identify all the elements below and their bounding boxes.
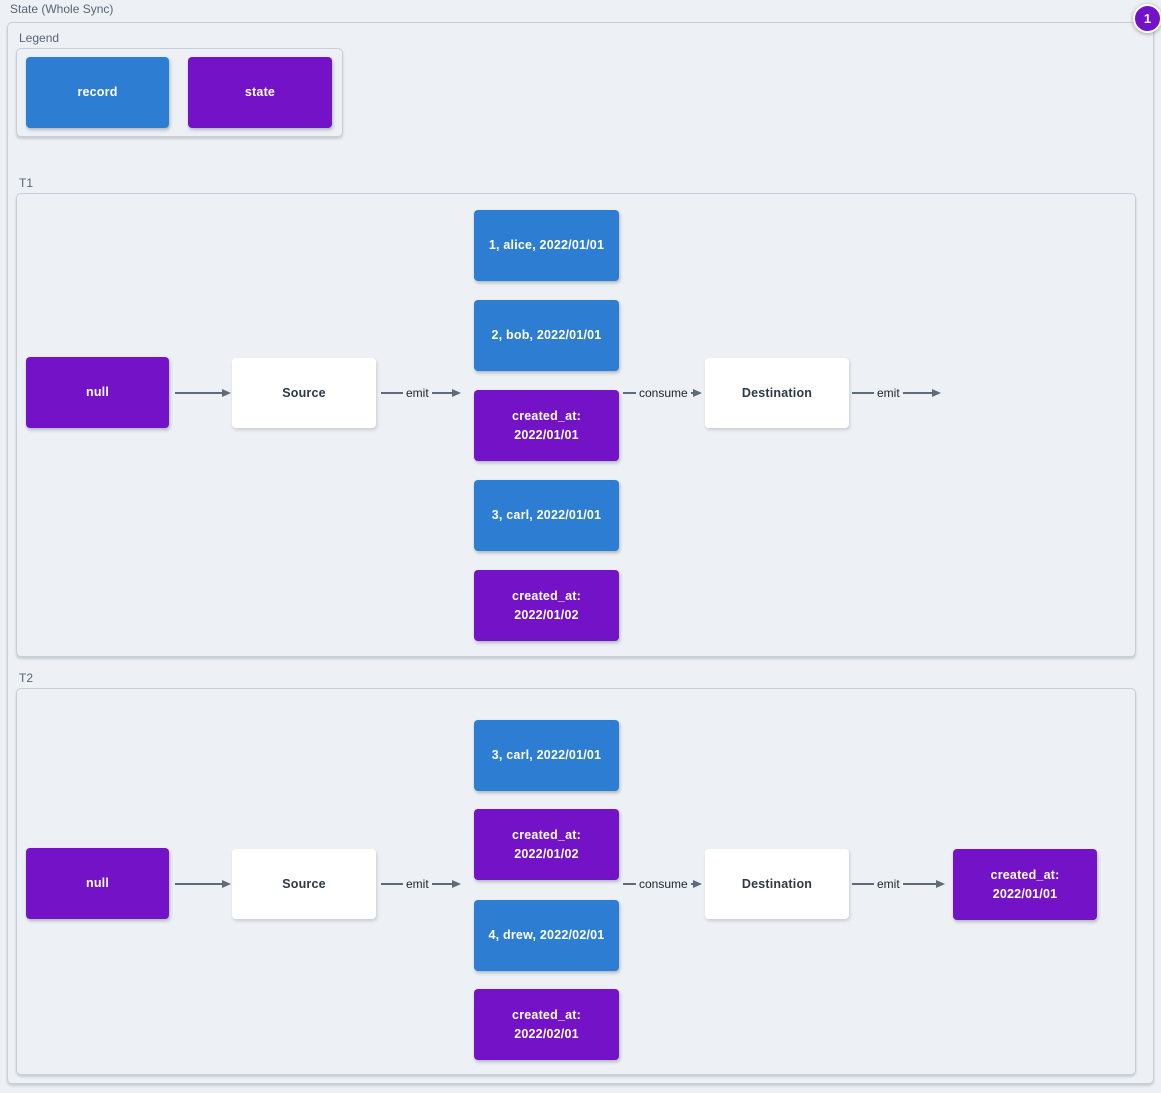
node-label: 3, carl, 2022/01/01 (491, 508, 602, 522)
annotation-badge[interactable]: 1 (1133, 4, 1161, 33)
t1-edge-emit-out: emit (852, 385, 941, 401)
t2-destination-label: Destination (741, 876, 813, 891)
t1-stack-record-alice: 1, alice, 2022/01/01 (474, 210, 619, 281)
node-label: 2, bob, 2022/01/01 (491, 328, 602, 342)
arrowhead-icon (932, 389, 941, 397)
arrowhead-icon (693, 880, 702, 888)
edge-line (431, 392, 452, 394)
node-label: 1, alice, 2022/01/01 (488, 238, 605, 252)
arrowhead-icon (936, 880, 945, 888)
edge-line (623, 883, 636, 885)
cluster-state-whole-sync (7, 22, 1154, 1084)
edge-line (623, 392, 636, 394)
t2-destination-node: Destination (705, 849, 849, 919)
t2-output-state-node: created_at: 2022/01/01 (953, 849, 1097, 920)
t2-null-node: null (26, 848, 169, 919)
node-label: 3, carl, 2022/01/01 (491, 748, 602, 762)
t1-null-node: null (26, 357, 169, 428)
node-label-line2: 2022/02/01 (514, 1026, 579, 1041)
cluster-legend-label: Legend (19, 31, 60, 45)
t2-edge-null-to-source (175, 876, 231, 892)
edge-line (431, 883, 452, 885)
cluster-t1-label: T1 (19, 176, 34, 190)
t2-edge-emit-out: emit (852, 876, 945, 892)
edge-line (381, 392, 403, 394)
edge-line (852, 883, 874, 885)
arrowhead-icon (693, 389, 702, 397)
legend-state-node: state (188, 57, 332, 128)
t2-emit-label: emit (406, 877, 429, 891)
edge-line (175, 392, 222, 394)
t1-emit-out-label: emit (877, 386, 900, 400)
node-label-line1: created_at: (512, 408, 581, 423)
t1-stack-record-carl: 3, carl, 2022/01/01 (474, 480, 619, 551)
node-label-line1: created_at: (990, 867, 1060, 882)
edge-line (175, 883, 222, 885)
node-label: 4, drew, 2022/02/01 (488, 928, 605, 942)
cluster-t2-label: T2 (19, 671, 34, 685)
t2-null-label: null (85, 876, 110, 890)
arrowhead-icon (222, 880, 231, 888)
t2-source-node: Source (232, 849, 376, 919)
edge-line (381, 883, 403, 885)
edge-line (852, 392, 874, 394)
edge-line (690, 883, 693, 885)
t1-edge-null-to-source (175, 385, 231, 401)
t1-stack-state-20220101: created_at: 2022/01/01 (474, 390, 619, 461)
t2-emit-out-label: emit (877, 877, 900, 891)
t2-source-label: Source (282, 876, 326, 891)
t1-source-node: Source (232, 358, 376, 428)
t1-destination-label: Destination (741, 385, 813, 400)
node-label-line2: 2022/01/02 (514, 607, 579, 622)
cluster-legend (16, 48, 343, 137)
annotation-badge-value: 1 (1143, 11, 1152, 26)
t1-destination-node: Destination (705, 358, 849, 428)
arrowhead-icon (222, 389, 231, 397)
node-label-line1: created_at: (512, 1007, 581, 1022)
cluster-t1 (16, 193, 1136, 657)
t1-emit-label: emit (406, 386, 429, 400)
t2-edge-consume: consume (623, 876, 702, 892)
t1-edge-emit: emit (381, 385, 461, 401)
node-label-line1: created_at: (512, 588, 581, 603)
arrowhead-icon (452, 880, 461, 888)
legend-state-label: state (244, 85, 276, 99)
t2-stack-record-drew: 4, drew, 2022/02/01 (474, 900, 619, 971)
legend-record-node: record (26, 57, 169, 128)
t2-stack-state-20220201: created_at: 2022/02/01 (474, 989, 619, 1060)
cluster-t2 (16, 688, 1136, 1075)
t2-stack-state-20220102: created_at: 2022/01/02 (474, 809, 619, 880)
cluster-state-whole-sync-label: State (Whole Sync) (10, 2, 114, 16)
node-label-line2: 2022/01/01 (514, 427, 579, 442)
t1-null-label: null (85, 385, 110, 399)
arrowhead-icon (452, 389, 461, 397)
node-label-line2: 2022/01/02 (514, 846, 579, 861)
t2-consume-label: consume (639, 877, 688, 891)
t1-edge-consume: consume (623, 385, 702, 401)
edge-line (690, 392, 693, 394)
t1-stack-record-bob: 2, bob, 2022/01/01 (474, 300, 619, 371)
edge-line (902, 392, 932, 394)
t1-stack-state-20220102: created_at: 2022/01/02 (474, 570, 619, 641)
legend-record-label: record (77, 85, 118, 99)
node-label-line1: created_at: (512, 827, 581, 842)
t1-source-label: Source (282, 385, 326, 400)
t2-stack-record-carl: 3, carl, 2022/01/01 (474, 720, 619, 791)
edge-line (902, 883, 936, 885)
node-label-line2: 2022/01/01 (992, 886, 1058, 901)
t2-edge-emit: emit (381, 876, 461, 892)
t1-consume-label: consume (639, 386, 688, 400)
